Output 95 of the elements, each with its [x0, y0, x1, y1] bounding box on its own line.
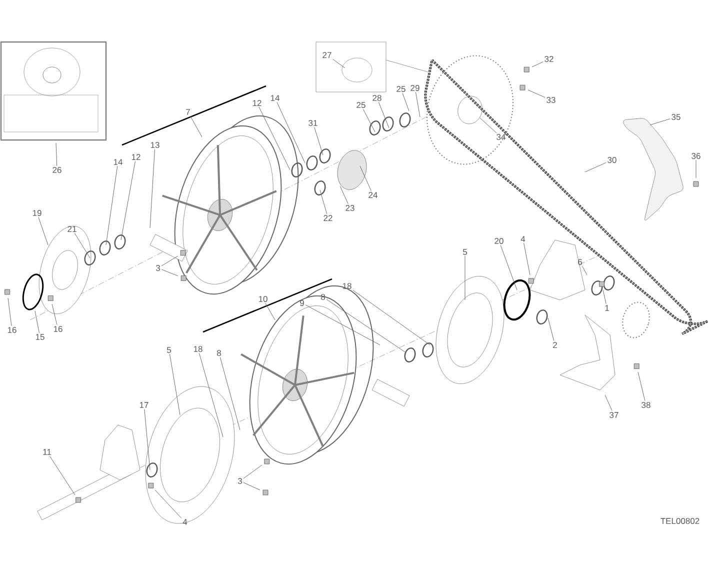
callout-number: 18 — [342, 282, 352, 289]
leader-line — [415, 92, 420, 118]
leader-line — [352, 290, 430, 346]
callout-number: 34 — [496, 134, 506, 140]
callout-number: 37 — [610, 412, 618, 418]
callout-number: 12 — [132, 154, 140, 160]
leader-line — [362, 108, 376, 132]
callout-number: 8 — [217, 350, 221, 356]
leader-line — [49, 456, 76, 496]
leader-line — [52, 304, 58, 326]
callout-number: 5 — [166, 347, 172, 353]
leader-line — [106, 166, 118, 246]
leader-line — [604, 394, 612, 412]
callout-number: 19 — [32, 210, 42, 216]
leader-line — [548, 318, 554, 342]
callout-number: 10 — [258, 296, 268, 302]
callout-number: 17 — [140, 402, 148, 408]
callout-number: 3 — [238, 478, 242, 484]
leader-line — [638, 372, 646, 402]
callout-number: 14 — [114, 159, 122, 165]
leader-line — [402, 92, 410, 112]
callout-number: 36 — [692, 153, 700, 159]
drawing-number: TEL00802 — [660, 518, 700, 524]
callout-number: 29 — [410, 85, 420, 91]
leader-line — [150, 148, 155, 228]
leader-line — [305, 304, 380, 346]
callout-number: 25 — [356, 102, 366, 108]
callout-number: 27 — [322, 52, 332, 58]
leader-line — [161, 256, 178, 266]
leader-line — [360, 166, 372, 192]
callout-number: 1 — [605, 305, 609, 311]
leader-line — [602, 290, 606, 304]
leader-line — [314, 126, 324, 156]
leader-line — [161, 269, 178, 276]
leader-line — [169, 354, 180, 416]
callout-number: 24 — [368, 192, 378, 198]
leader-line — [38, 216, 48, 246]
leader-line — [120, 160, 136, 240]
callout-number: 6 — [578, 258, 582, 265]
callout-number: 5 — [462, 249, 468, 255]
callout-number: 15 — [36, 334, 44, 340]
leader-line — [650, 118, 670, 126]
leader-line — [190, 116, 202, 138]
callout-number: 4 — [520, 236, 526, 242]
callout-number: 32 — [544, 56, 554, 62]
leader-line — [532, 62, 544, 68]
leader-line — [276, 102, 306, 164]
leader-line — [378, 102, 390, 128]
callout-number: 2 — [553, 342, 557, 348]
callout-number: 21 — [68, 226, 76, 232]
leader-line — [524, 242, 530, 276]
leader-line — [220, 356, 240, 430]
leader-line — [265, 302, 276, 320]
leader-line — [198, 352, 224, 438]
callout-number: 18 — [194, 346, 202, 352]
callout-number: 22 — [324, 215, 332, 221]
leader-line — [320, 190, 328, 214]
leader-line — [56, 142, 58, 166]
callout-number: 23 — [346, 204, 354, 211]
callout-number: 11 — [43, 449, 51, 455]
leader-line — [340, 186, 348, 204]
leader-line — [243, 482, 260, 490]
leader-line — [243, 464, 262, 479]
callout-number: 9 — [300, 300, 304, 306]
callout-number: 20 — [494, 238, 504, 244]
leader-line — [258, 106, 290, 170]
callout-number: 28 — [372, 95, 382, 101]
callout-number: 16 — [8, 326, 16, 333]
leader-line — [8, 298, 12, 326]
callout-number: 13 — [150, 142, 160, 148]
callout-number: 25 — [396, 86, 406, 92]
callout-number: 26 — [52, 166, 62, 173]
leader-line — [74, 232, 90, 258]
callout-number: 14 — [270, 95, 280, 101]
leader-line — [326, 299, 406, 352]
leader-line — [582, 266, 588, 276]
callout-number: 31 — [308, 120, 318, 126]
callout-number: 35 — [672, 114, 680, 120]
callout-number: 4 — [182, 519, 188, 525]
leader-line — [144, 408, 150, 470]
callout-number: 3 — [156, 264, 160, 271]
callout-number: 7 — [186, 109, 190, 115]
callout-number: 12 — [252, 100, 262, 106]
leader-line — [528, 90, 546, 98]
leader-line — [34, 310, 40, 334]
leader-line — [154, 490, 182, 518]
leader-line — [464, 256, 466, 300]
leader-line — [480, 118, 497, 134]
leader-line — [332, 58, 346, 68]
callout-number: 30 — [608, 157, 616, 163]
leader-line — [500, 244, 518, 290]
callout-number: 38 — [642, 402, 650, 408]
callout-number: 16 — [54, 326, 62, 332]
leader-line — [584, 162, 606, 172]
callout-number: 33 — [546, 97, 556, 103]
